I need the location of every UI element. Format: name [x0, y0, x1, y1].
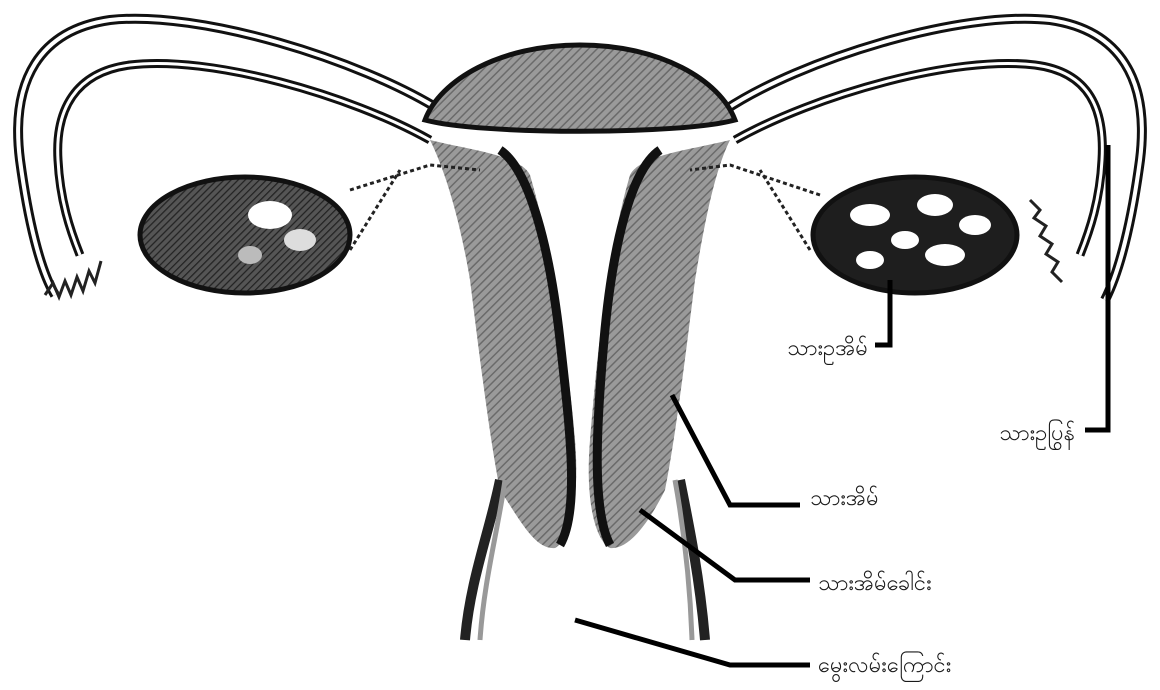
- left-ovary: [140, 177, 350, 293]
- uterus-right-wall: [589, 140, 730, 548]
- right-ovary: [813, 177, 1017, 293]
- label-ovary: သားဥအိမ်: [787, 335, 868, 365]
- label-fallopian-tube: သားဥပြွန်: [999, 419, 1075, 450]
- label-vagina: မွေးလမ်းကြောင်း: [818, 651, 951, 683]
- vaginal-walls: [465, 480, 705, 640]
- label-cervix: သားအိမ်ခေါင်း: [818, 570, 932, 596]
- label-uterus: သားအိမ်: [810, 485, 879, 511]
- uterus-fundus: [425, 45, 735, 131]
